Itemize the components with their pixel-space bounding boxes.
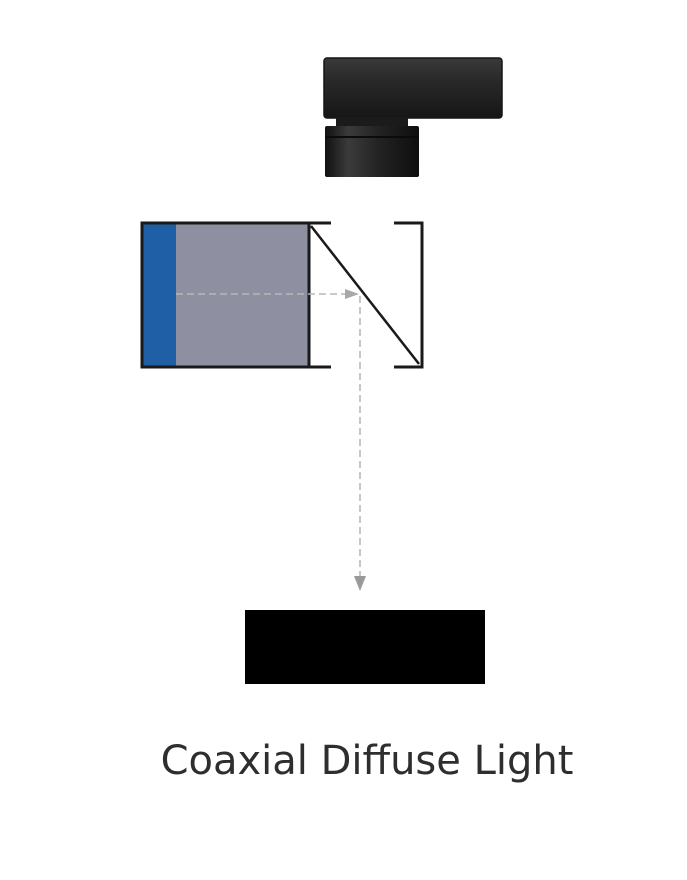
- camera-lens: [325, 126, 419, 177]
- dashed-arrow-icon: [176, 289, 366, 591]
- housing-bracket-right: [394, 221, 424, 369]
- light-path-arrowhead-right: [345, 289, 359, 299]
- diagram-caption: Coaxial Diffuse Light: [160, 738, 574, 784]
- half-mirror: [310, 225, 420, 365]
- camera-icon: [323, 57, 503, 177]
- beam-splitter-icon: [307, 221, 424, 369]
- rectangle-icon: [245, 610, 485, 684]
- led-panel: [143, 224, 176, 366]
- light-path-arrowhead-down: [354, 576, 366, 591]
- housing-bracket-left: [307, 221, 331, 369]
- light-housing-icon: [140, 221, 311, 369]
- camera-body: [323, 57, 503, 119]
